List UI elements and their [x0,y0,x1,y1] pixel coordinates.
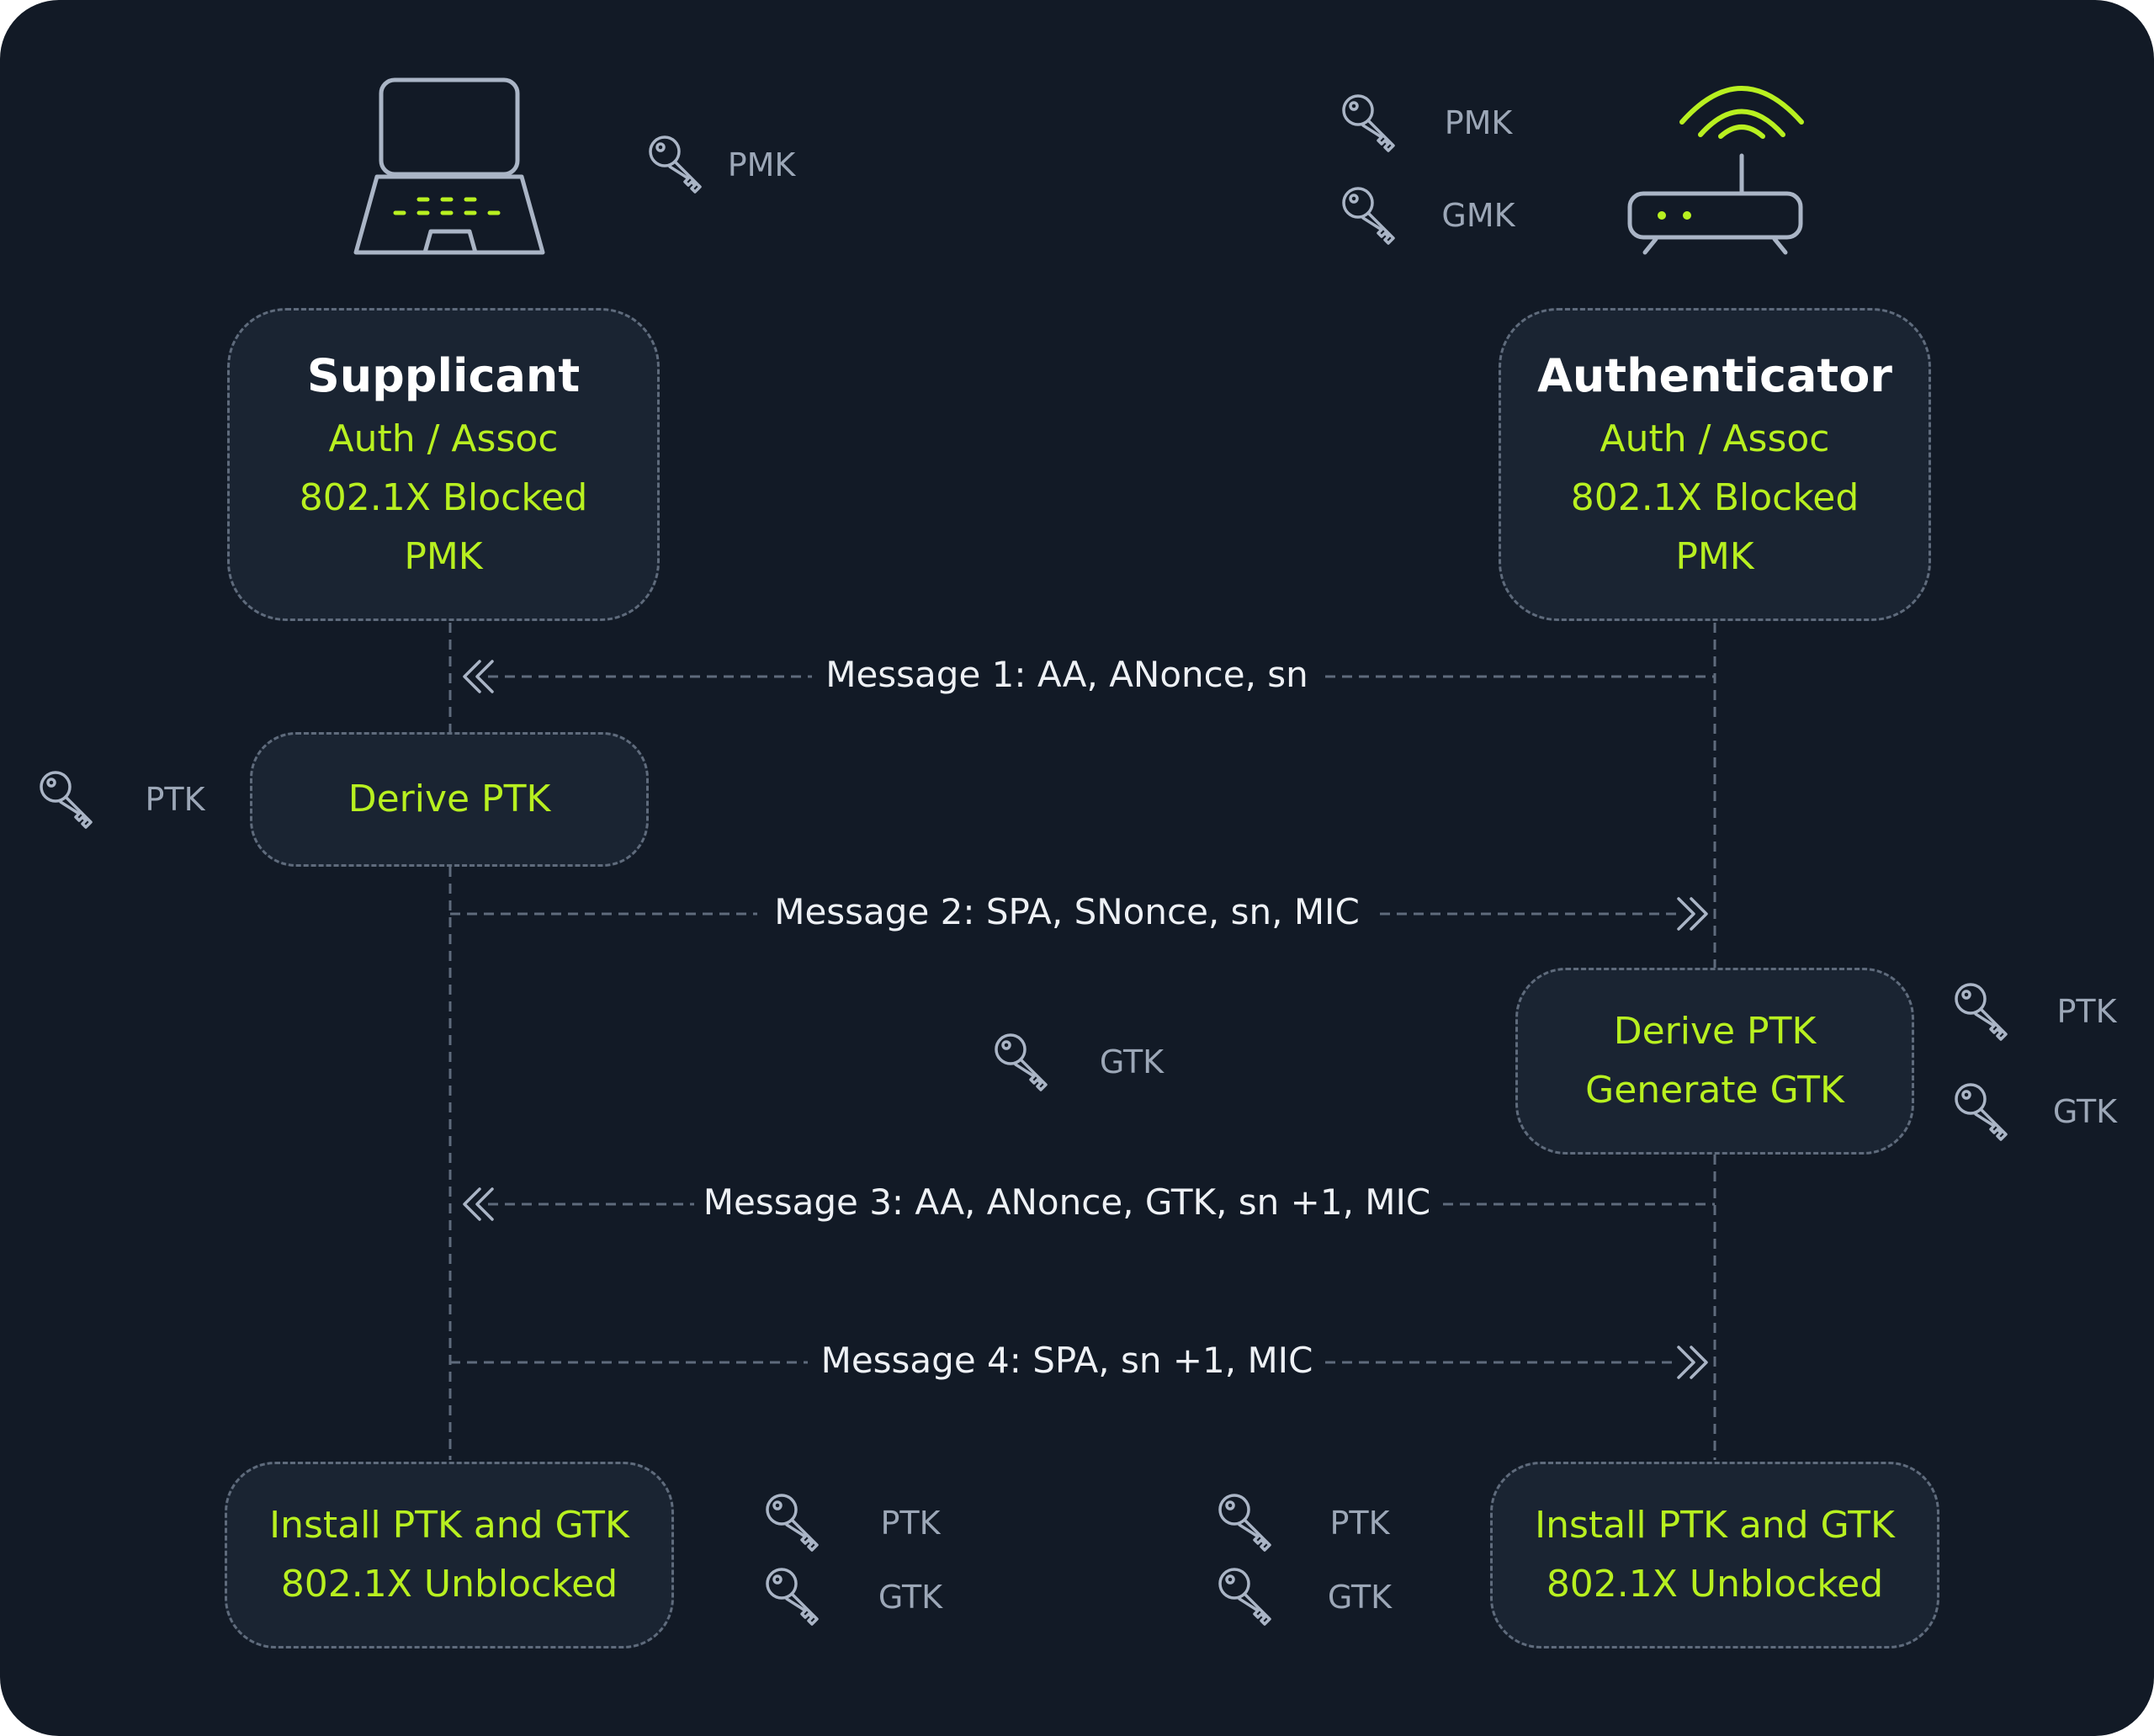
message-4-label: Message 4: SPA, sn +1, MIC [820,1340,1313,1381]
key-icon [1214,1563,1278,1627]
supplicant-box: Supplicant Auth / Assoc 802.1X Blocked P… [227,308,660,621]
key-icon [645,131,708,195]
derive-ptk-label: Derive PTK [1613,1010,1817,1053]
arrowhead-right [1677,897,1695,931]
authenticator-state: 802.1X Blocked [1570,476,1860,519]
install-keys-label: Install PTK and GTK [269,1504,629,1547]
authenticator-final-ptk-label: PTK [1329,1505,1390,1542]
arrowhead-right [1690,897,1708,931]
supplicant-final-box: Install PTK and GTK 802.1X Unblocked [225,1462,674,1648]
generate-gtk-label: Generate GTK [1585,1069,1844,1112]
authenticator-pmk-label: PMK [1444,104,1513,141]
key-icon [1950,1079,2014,1143]
authenticator-final-box: Install PTK and GTK 802.1X Unblocked [1490,1462,1939,1648]
authenticator-gmk-label: GMK [1441,197,1515,234]
supplicant-derive-box: Derive PTK [250,732,649,867]
authenticator-derive-box: Derive PTK Generate GTK [1515,968,1914,1155]
supplicant-final-gtk-label: GTK [878,1579,943,1616]
unblocked-label: 802.1X Unblocked [280,1563,618,1606]
authenticator-gtk-label: GTK [2052,1093,2118,1130]
supplicant-ptk-label: PTK [145,781,205,818]
message-1-label: Message 1: AA, ANonce, sn [825,654,1308,695]
authenticator-state: PMK [1675,535,1754,578]
arrowhead-left [475,660,494,693]
key-icon [1214,1489,1278,1553]
arrowhead-right [1677,1346,1695,1379]
message-3-label: Message 3: AA, ANonce, GTK, sn +1, MIC [703,1181,1431,1223]
arrowhead-left [475,1187,494,1221]
supplicant-state: Auth / Assoc [328,417,559,460]
key-icon [35,767,99,831]
key-icon [761,1563,825,1627]
laptop-icon [353,77,545,255]
derive-ptk-label: Derive PTK [348,778,551,820]
install-keys-label: Install PTK and GTK [1535,1504,1895,1547]
router-icon [1627,86,1804,255]
key-icon [761,1489,825,1553]
unblocked-label: 802.1X Unblocked [1546,1563,1884,1606]
arrowhead-left [463,660,481,693]
authenticator-title: Authenticator [1537,349,1892,402]
supplicant-title: Supplicant [306,349,581,402]
message-2-label: Message 2: SPA, SNonce, sn, MIC [774,891,1360,932]
authenticator-box: Authenticator Auth / Assoc 802.1X Blocke… [1499,308,1931,621]
supplicant-final-ptk-label: PTK [880,1505,941,1542]
authenticator-final-gtk-label: GTK [1327,1579,1393,1616]
key-icon [1338,183,1402,247]
arrowhead-left [463,1187,481,1221]
gtk-transit-label: GTK [1099,1043,1165,1080]
arrowhead-right [1690,1346,1708,1379]
authenticator-state: Auth / Assoc [1600,417,1830,460]
key-icon [990,1029,1054,1093]
key-icon [1950,979,2014,1043]
supplicant-state: PMK [404,535,483,578]
key-icon [1338,90,1402,154]
supplicant-pmk-label: PMK [727,146,796,183]
supplicant-state: 802.1X Blocked [299,476,588,519]
authenticator-ptk-label: PTK [2056,993,2117,1030]
